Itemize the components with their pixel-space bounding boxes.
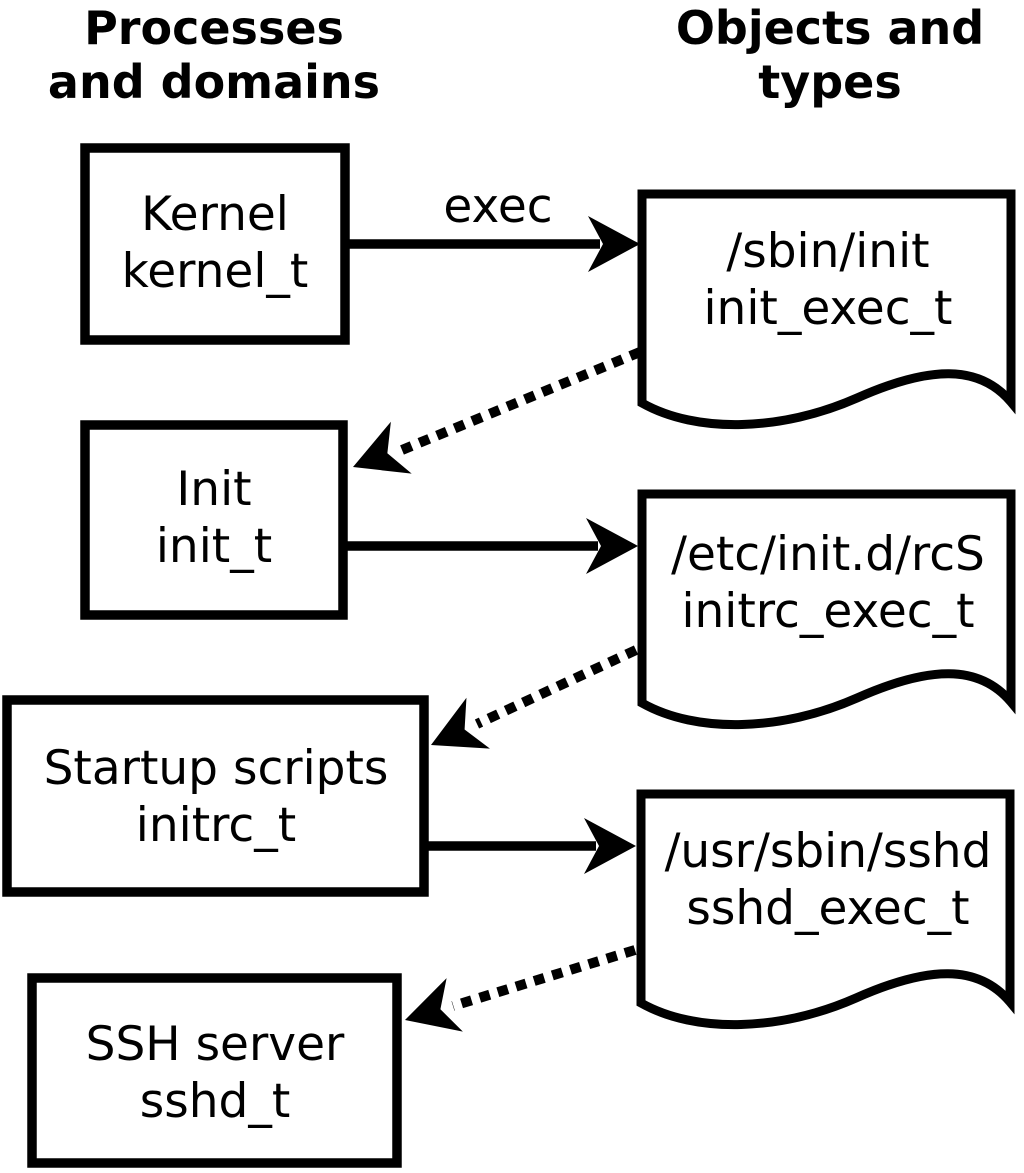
- process-domain: kernel_t: [122, 244, 309, 299]
- column-headers: Processes and domains Objects and types: [48, 1, 984, 109]
- process-box-kernel: Kernel kernel_t: [80, 143, 350, 345]
- exec-arrow-init-to-rcs: [344, 518, 638, 574]
- left-column-title-line1: Processes: [84, 1, 344, 55]
- exec-arrow-startup-to-sshd: [424, 818, 636, 874]
- process-label: Startup scripts: [44, 741, 389, 796]
- object-type: initrc_exec_t: [681, 584, 974, 639]
- right-column-title-line1: Objects and: [676, 1, 984, 55]
- right-column-title-line2: types: [758, 55, 901, 109]
- arrow-head-icon: [419, 697, 490, 771]
- process-box-rect: [27, 973, 402, 1168]
- process-label: Kernel: [141, 187, 289, 242]
- arrow-shaft-dotted: [474, 645, 639, 729]
- object-doc-etc-initd-rcs: /etc/init.d/rcS initrc_exec_t: [642, 494, 1011, 725]
- process-label: Init: [176, 462, 251, 517]
- process-box-rect: [2, 695, 429, 897]
- arrow-shaft-dotted: [400, 347, 642, 455]
- object-type: sshd_exec_t: [686, 881, 969, 936]
- arrow-head-icon: [342, 421, 412, 493]
- process-box-startup-scripts: Startup scripts initrc_t: [2, 695, 429, 897]
- object-path: /usr/sbin/sshd: [665, 824, 992, 879]
- transition-arrow-sshd-to-sshd-t: [396, 945, 637, 1047]
- process-box-init: Init init_t: [80, 420, 348, 620]
- arrow-shaft-dotted: [451, 945, 637, 1011]
- transition-arrow-sbin-init-to-init: [342, 347, 642, 493]
- process-domain: initrc_t: [136, 798, 296, 853]
- process-box-ssh-server: SSH server sshd_t: [27, 973, 402, 1168]
- arrow-head-icon: [396, 978, 463, 1047]
- object-type: init_exec_t: [704, 281, 953, 336]
- exec-arrow-kernel-to-sbin-init: exec: [346, 179, 640, 272]
- transition-arrow-rcs-to-initrc: [419, 645, 639, 771]
- object-path: /sbin/init: [726, 224, 929, 279]
- process-domain: sshd_t: [140, 1074, 291, 1129]
- process-box-rect: [80, 143, 350, 345]
- object-doc-sbin-init: /sbin/init init_exec_t: [642, 194, 1011, 425]
- object-doc-usr-sbin-sshd: /usr/sbin/sshd sshd_exec_t: [641, 794, 1010, 1025]
- process-box-rect: [80, 420, 348, 620]
- left-column-title-line2: and domains: [48, 55, 380, 109]
- object-path: /etc/init.d/rcS: [671, 527, 985, 582]
- process-label: SSH server: [86, 1017, 345, 1072]
- exec-label: exec: [443, 179, 552, 234]
- process-domain: init_t: [156, 519, 272, 574]
